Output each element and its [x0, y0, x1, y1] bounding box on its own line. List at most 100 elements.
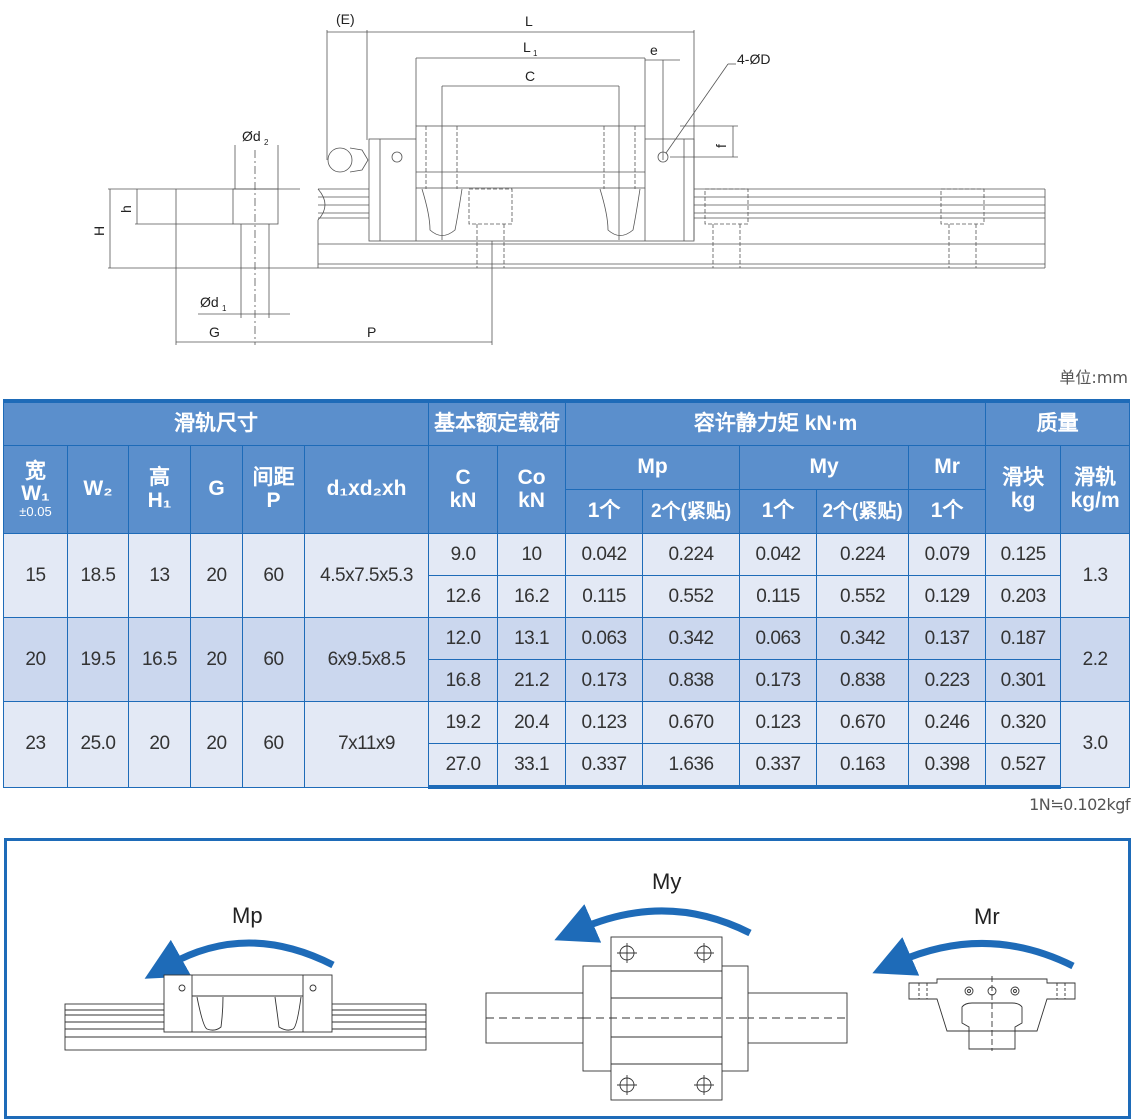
cell-my1: 0.063	[739, 617, 818, 660]
cell-mp2: 0.224	[642, 533, 741, 576]
my-arrow-icon	[554, 904, 752, 943]
cell-mp1: 0.063	[565, 617, 644, 660]
col-header-p: 间距 P	[242, 445, 305, 534]
cell-g: 20	[190, 617, 243, 702]
svg-text:2: 2	[264, 138, 269, 147]
cell-p: 60	[242, 617, 305, 702]
col-header-rail-mass: 滑轨 kg/m	[1060, 445, 1131, 534]
svg-text:1: 1	[533, 49, 538, 58]
col-header-w2: W₂	[67, 445, 129, 534]
col-header-my: My	[739, 445, 910, 490]
col-header-w1: 宽 W₁ ±0.05	[3, 445, 68, 534]
col-header-c: C kN	[428, 445, 499, 534]
moment-diagram-panel: Mp My	[4, 838, 1131, 1119]
conversion-note: 1N≒0.102kgf	[1029, 795, 1130, 814]
col-header-my-one: 1个	[739, 489, 818, 534]
cell-g: 20	[190, 533, 243, 618]
cell-mp1: 0.115	[565, 575, 644, 618]
col-header-g: G	[190, 445, 243, 534]
cell-my1: 0.337	[739, 743, 818, 789]
cell-my1: 0.173	[739, 659, 818, 702]
cell-bolt: 7x11x9	[303, 701, 430, 788]
cell-h1: 16.5	[128, 617, 191, 702]
cell-mp2: 0.838	[642, 659, 741, 702]
cell-mp1: 0.042	[565, 533, 644, 576]
cell-block: 0.125	[985, 533, 1062, 576]
cell-mr1: 0.079	[908, 533, 987, 576]
cell-mp2: 0.552	[642, 575, 741, 618]
col-header-mr-one: 1个	[908, 489, 987, 534]
cell-w2: 19.5	[67, 617, 129, 702]
cell-w2: 25.0	[67, 701, 129, 788]
cell-mr1: 0.246	[908, 701, 987, 744]
col-header-my-two: 2个(紧贴)	[816, 489, 910, 534]
cell-my1: 0.042	[739, 533, 818, 576]
cell-g: 20	[190, 701, 243, 788]
cell-mp2: 0.670	[642, 701, 741, 744]
mount-hole-icon	[694, 1075, 714, 1095]
cell-w1: 15	[3, 533, 68, 618]
cell-my2: 0.163	[816, 743, 910, 789]
col-header-mr: Mr	[908, 445, 987, 490]
cell-co: 10	[497, 533, 567, 576]
mp-label: Mp	[232, 903, 263, 928]
group-header-static-moment: 容许静力矩 kN·m	[565, 399, 987, 446]
my-label: My	[652, 869, 681, 894]
cell-c: 27.0	[428, 743, 499, 789]
cell-my2: 0.552	[816, 575, 910, 618]
cell-bolt: 4.5x7.5x5.3	[303, 533, 430, 618]
cell-co: 16.2	[497, 575, 567, 618]
dim-holes-label: 4-ØD	[737, 51, 770, 67]
cell-h1: 20	[128, 701, 191, 788]
cell-block: 0.187	[985, 617, 1062, 660]
cell-rail-mass: 3.0	[1060, 701, 1131, 788]
mp-arrow-icon	[144, 939, 335, 979]
cell-mp1: 0.173	[565, 659, 644, 702]
cell-my2: 0.838	[816, 659, 910, 702]
dim-g-label: G	[209, 324, 220, 340]
mr-label: Mr	[974, 904, 1000, 929]
mp-diagram: Mp	[64, 903, 427, 1051]
dim-e-small-label: e	[650, 42, 658, 58]
spec-table: 滑轨尺寸 基本额定载荷 容许静力矩 kN·m 质量 宽 W₁ ±0.05 W₂ …	[2, 399, 1131, 789]
cell-w1: 23	[3, 701, 68, 788]
cell-mp2: 0.342	[642, 617, 741, 660]
col-header-mp-two: 2个(紧贴)	[642, 489, 741, 534]
cell-rail-mass: 2.2	[1060, 617, 1131, 702]
cell-mr1: 0.398	[908, 743, 987, 789]
cell-my2: 0.670	[816, 701, 910, 744]
cell-c: 19.2	[428, 701, 499, 744]
cell-w2: 18.5	[67, 533, 129, 618]
group-header-mass: 质量	[985, 399, 1131, 446]
svg-text:1: 1	[222, 304, 227, 313]
group-header-basic-load: 基本额定载荷	[428, 399, 567, 446]
cell-block: 0.320	[985, 701, 1062, 744]
dim-h-label: h	[118, 205, 134, 213]
cell-p: 60	[242, 701, 305, 788]
cell-co: 20.4	[497, 701, 567, 744]
cell-mr1: 0.129	[908, 575, 987, 618]
cell-my1: 0.115	[739, 575, 818, 618]
col-header-bolt: d₁xd₂xh	[303, 445, 430, 534]
dim-c-label: C	[525, 68, 535, 84]
mount-hole-icon	[617, 1075, 637, 1095]
cell-block: 0.203	[985, 575, 1062, 618]
cell-mp1: 0.123	[565, 701, 644, 744]
cell-c: 16.8	[428, 659, 499, 702]
mount-hole-icon	[617, 943, 637, 963]
mr-arrow-icon	[872, 937, 1075, 976]
cell-my1: 0.123	[739, 701, 818, 744]
col-header-mp: Mp	[565, 445, 741, 490]
cell-c: 12.6	[428, 575, 499, 618]
cell-block: 0.527	[985, 743, 1062, 789]
cell-co: 13.1	[497, 617, 567, 660]
col-header-block-mass: 滑块 kg	[985, 445, 1062, 534]
col-header-mp-one: 1个	[565, 489, 644, 534]
dim-p-label: P	[367, 324, 376, 340]
mount-hole-icon	[694, 943, 714, 963]
cell-mp1: 0.337	[565, 743, 644, 789]
